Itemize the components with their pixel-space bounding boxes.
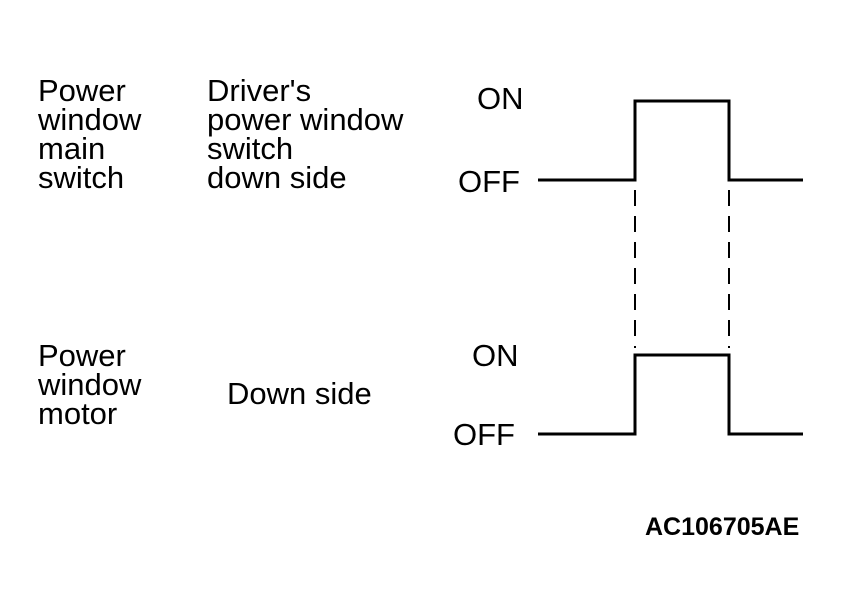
signal-2-name-line: Power bbox=[38, 338, 126, 373]
signal-2-name-line: motor bbox=[38, 396, 118, 431]
signal-1-name-line: main bbox=[38, 131, 106, 166]
signal-1-condition-line: Driver's bbox=[207, 73, 312, 108]
signal-1-condition-line: power window bbox=[207, 102, 404, 137]
signal-1-name-line: Power bbox=[38, 73, 126, 108]
signal-2-condition: Down side bbox=[227, 376, 372, 411]
signal-2-name: Power window motor bbox=[38, 338, 142, 431]
signal-1-name-line: switch bbox=[38, 160, 125, 195]
signal-1-name: Power window main switch bbox=[38, 73, 142, 195]
signal-1-condition-line: switch bbox=[207, 131, 294, 166]
signal-1-condition-line: down side bbox=[207, 160, 347, 195]
signal-1-off-label: OFF bbox=[458, 164, 520, 199]
signal-1-name-line: window bbox=[38, 102, 142, 137]
signal-2-waveform bbox=[538, 353, 803, 436]
signal-1-waveform bbox=[538, 99, 803, 182]
signal-1-condition: Driver's power window switch down side bbox=[207, 73, 404, 195]
signal-2-name-line: window bbox=[38, 367, 142, 402]
signal-1-on-label: ON bbox=[477, 81, 524, 116]
signal-2-off-label: OFF bbox=[453, 417, 515, 452]
signal-2-on-label: ON bbox=[472, 338, 519, 373]
figure-id: AC106705AE bbox=[645, 513, 800, 541]
